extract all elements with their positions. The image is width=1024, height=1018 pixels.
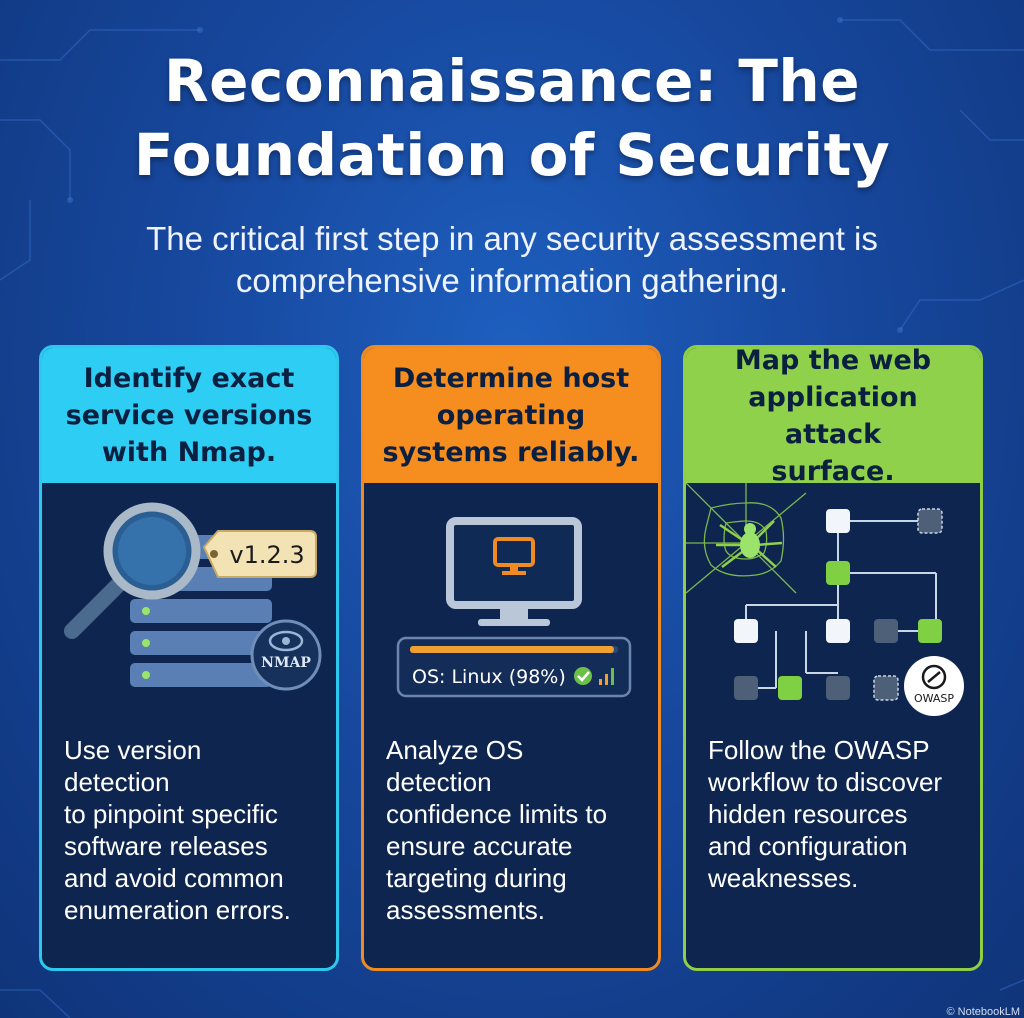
title-line-1: Reconnaissance: The [163, 47, 861, 115]
version-tag: v1.2.3 [229, 541, 304, 569]
description-line: Follow the OWASP [708, 735, 930, 765]
confidence-bar [410, 646, 614, 653]
subtitle-line-2: comprehensive information gathering. [235, 262, 789, 299]
description-line: Use version detection [64, 735, 202, 797]
card-web-attack-surface: Map the web application attack surface. [683, 345, 983, 971]
card-heading-line: service versions [65, 400, 313, 431]
title-line-2: Foundation of Security [133, 121, 891, 189]
card-heading-line: Identify exact [83, 363, 295, 394]
magnifier-server-icon: v1.2.3 NMAP [64, 502, 322, 691]
description-line: workflow to discover [708, 767, 943, 797]
description-line: ensure accurate [386, 831, 573, 861]
card-heading: Identify exact service versions with Nma… [42, 348, 336, 483]
monitor-icon: OS: Linux (98%) [396, 517, 632, 698]
card-illustration: OWASP [686, 482, 980, 728]
description-line: to pinpoint specific [64, 799, 278, 829]
card-illustration: OS: Linux (98%) [364, 483, 658, 728]
card-description: Analyze OS detection confidence limits t… [364, 728, 658, 926]
card-os-detection: Determine host operating systems reliabl… [361, 345, 661, 971]
card-heading-line: Determine host [392, 363, 630, 394]
description-line: hidden resources [708, 799, 908, 829]
description-line: and avoid common [64, 863, 284, 893]
card-heading-line: Map the web [734, 345, 932, 376]
description-line: enumeration errors. [64, 895, 291, 925]
card-description: Follow the OWASP workflow to discover hi… [686, 728, 980, 894]
description-line: and configuration [708, 831, 908, 861]
card-heading: Determine host operating systems reliabl… [364, 348, 658, 483]
nmap-logo: NMAP [261, 655, 311, 671]
watermark: © NotebookLM [946, 1006, 1020, 1018]
owasp-logo: OWASP [914, 692, 954, 705]
description-line: assessments. [386, 895, 545, 925]
card-heading: Map the web application attack surface. [686, 345, 980, 487]
subtitle-line-1: The critical first step in any security … [146, 220, 878, 257]
description-line: targeting during [386, 863, 567, 893]
description-line: confidence limits to [386, 799, 608, 829]
card-description: Use version detection to pinpoint specif… [42, 728, 336, 926]
card-heading-line: with Nmap. [101, 437, 277, 468]
spider-web-icon: OWASP [686, 482, 964, 716]
card-heading-line: systems reliably. [382, 437, 640, 468]
card-heading-line: surface. [771, 455, 895, 487]
description-line: weaknesses. [708, 863, 859, 893]
card-illustration: v1.2.3 NMAP [42, 483, 336, 728]
card-heading-line: operating [436, 400, 586, 431]
description-line: software releases [64, 831, 268, 861]
os-readout: OS: Linux (98%) [412, 666, 566, 688]
page-title: Reconnaissance: The Foundation of Securi… [0, 44, 1024, 192]
page-subtitle: The critical first step in any security … [0, 218, 1024, 302]
description-line: Analyze OS detection [386, 735, 524, 797]
card-heading-line: application attack [748, 381, 918, 450]
card-nmap-version-detection: Identify exact service versions with Nma… [39, 345, 339, 971]
